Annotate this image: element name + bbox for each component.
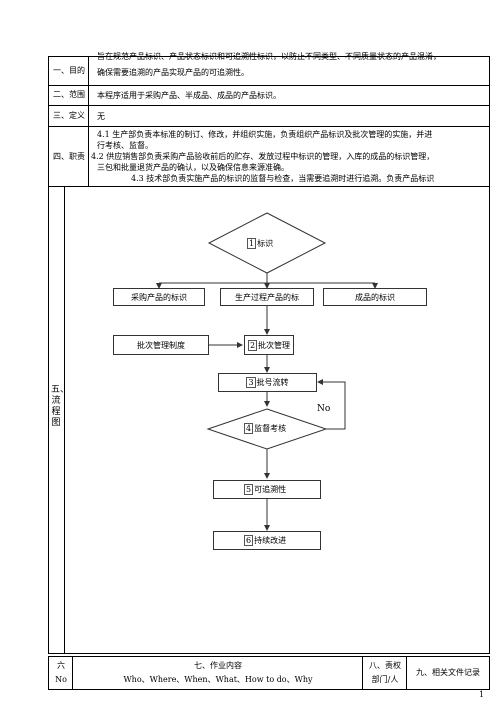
no-branch-label: No <box>317 404 331 414</box>
scope-content: 本程序适用于采购产品、半成品、成品的产品标识。 <box>88 85 490 106</box>
flow-label-column <box>48 187 65 653</box>
duties-line-4: 三包和批量退货产品的确认，以及确保信息来源准确。 <box>97 163 289 172</box>
definition-content: 无 <box>88 106 490 127</box>
duties-label: 四、职责 <box>48 127 89 187</box>
node-finished-identification: 成品的标识 <box>323 288 427 306</box>
definition-label: 三、定义 <box>48 106 89 127</box>
arrow-no-loop <box>317 379 346 430</box>
purpose-line-2: 确保需要追溯的产品实现产品的可追溯性。 <box>97 68 249 77</box>
node-purchase-identification: 采购产品的标识 <box>113 288 205 306</box>
duties-line-1: 4.1 生产部负责本标准的制订、修改，并组织实施，负责组织产品标识及批次管理的实… <box>97 130 433 139</box>
footer-col-no: 六 No <box>48 656 73 690</box>
footer-col-work-content: 七、作业内容 Who、Where、When、What、How to do、Why <box>72 656 363 690</box>
duties-content: 4.1 生产部负责本标准的制订、修改，并组织实施，负责组织产品标识及批次管理的实… <box>88 127 490 187</box>
footer-col-related-documents: 九、相关文件记录 <box>406 656 490 690</box>
footer-col-responsibility: 八、责权 部门/人 <box>362 656 407 690</box>
purpose-line-1: 旨在规范产品标识、产品状态标识和可追溯性标识，以防止不同类型、不同质量状态的产品… <box>97 52 441 61</box>
duties-line-2: 行考核、监督。 <box>97 141 153 150</box>
purpose-content: 旨在规范产品标识、产品状态标识和可追溯性标识，以防止不同类型、不同质量状态的产品… <box>88 52 490 86</box>
purpose-label: 一、目的 <box>48 56 89 86</box>
node-process-identification: 生产过程产品的标 <box>220 288 314 306</box>
scope-label: 二、范围 <box>48 85 89 106</box>
duties-line-5: 4.3 技术部负责实施产品的标识的监督与检查，当需要追溯时进行追溯。负责产品标识 <box>131 174 435 183</box>
flow-label: 五、流程图 <box>51 385 70 428</box>
duties-line-3: 4.2 供应销售部负责采购产品验收前后的贮存、发放过程中标识的管理，入库的成品的… <box>91 152 435 161</box>
node-batch-system: 批次管理制度 <box>113 335 209 355</box>
flow-section <box>48 187 490 654</box>
page-number: 1 <box>479 690 485 699</box>
